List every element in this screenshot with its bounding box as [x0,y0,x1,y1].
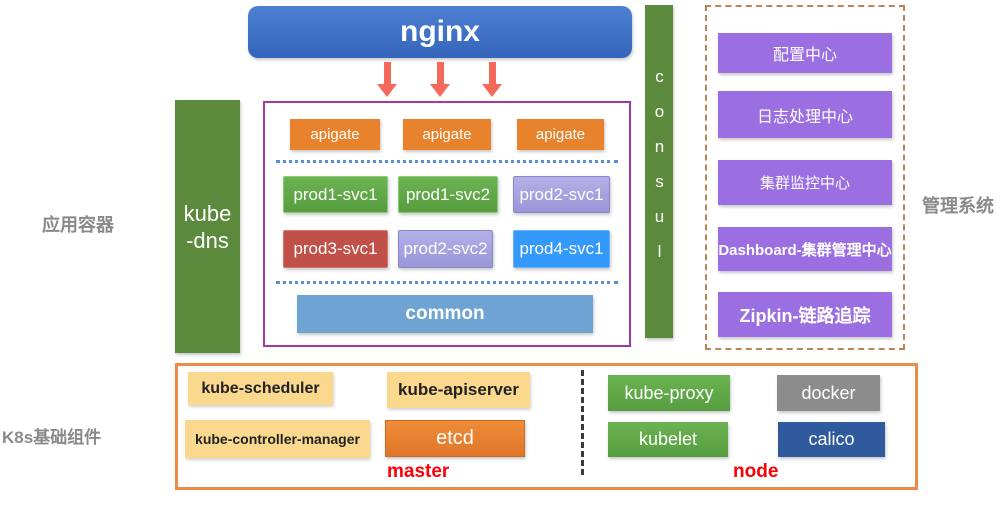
nginx-box: nginx [248,6,632,58]
apigate-box-1: apigate [290,119,380,150]
consul-column: consul [645,5,673,338]
node-zone-label: node [733,461,779,482]
calico-box: calico [778,422,885,457]
prod2-svc1-box: prod2-svc1 [513,176,610,213]
apigate-box-2: apigate [403,119,491,150]
kube-controller-manager-box: kube-controller-manager [185,420,370,458]
kube-dns-label-line1: kube [183,200,232,226]
consul-label: consul [650,66,669,277]
prod1-svc1-box: prod1-svc1 [283,176,388,213]
management-system-side-label: 管理系统 [922,196,994,216]
prod4-svc1-box: prod4-svc1 [513,230,610,268]
kube-apiserver-box: kube-apiserver [387,372,530,408]
prod1-svc2-box: prod1-svc2 [398,176,498,213]
kubelet-box: kubelet [608,422,728,457]
config-center-box: 配置中心 [718,33,892,73]
log-processing-center-box: 日志处理中心 [718,91,892,138]
master-zone-label: master [387,461,450,482]
kube-proxy-box: kube-proxy [608,375,730,411]
down-arrow-icon [482,62,502,98]
down-arrow-icon [430,62,450,98]
management-group-border [705,5,905,350]
kube-dns-column: kube -dns [175,100,240,353]
dashboard-cluster-management-box: Dashboard-集群管理中心 [718,227,892,271]
down-arrow-icon [377,62,397,98]
prod3-svc1-box: prod3-svc1 [283,230,388,268]
etcd-box: etcd [385,420,525,457]
app-container-side-label: 应用容器 [42,215,114,235]
dotted-divider [276,281,618,284]
kube-scheduler-box: kube-scheduler [188,372,333,405]
common-box: common [297,295,593,333]
dotted-divider [276,160,618,163]
nginx-label: nginx [400,15,480,48]
kube-dns-label-line2: -dns [186,227,229,253]
cluster-monitoring-center-box: 集群监控中心 [718,160,892,205]
docker-box: docker [777,375,880,411]
master-node-divider [581,370,584,475]
apigate-box-3: apigate [517,119,604,150]
prod2-svc2-box: prod2-svc2 [398,230,493,268]
zipkin-tracing-box: Zipkin-链路追踪 [718,292,892,337]
k8s-base-components-side-label: K8s基础组件 [2,428,102,447]
